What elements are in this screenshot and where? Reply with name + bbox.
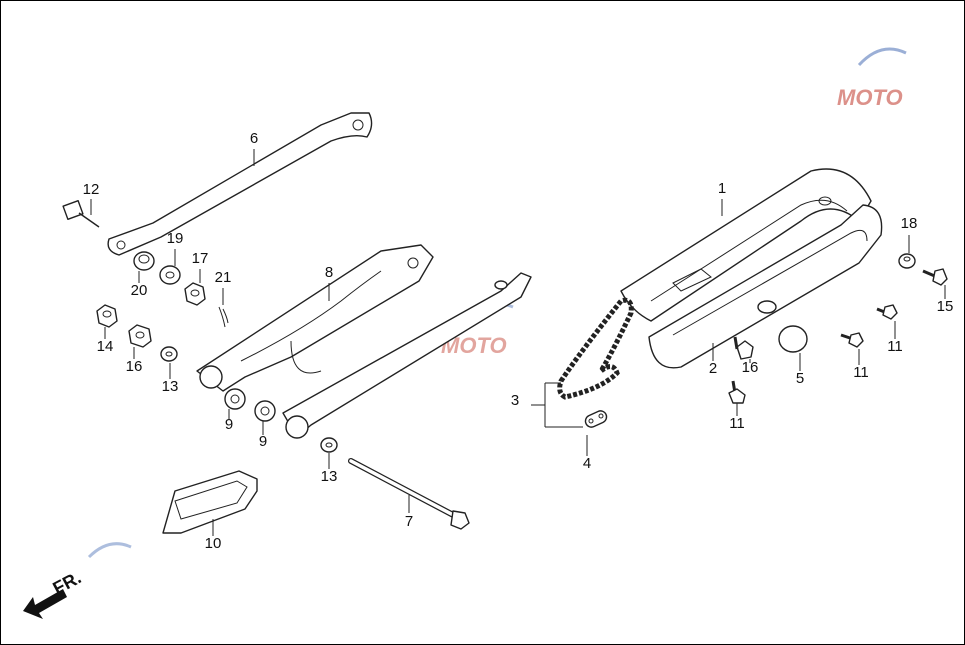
part-5-cap — [778, 325, 808, 371]
callout-c1: 1 — [718, 180, 726, 197]
callout-c11b: 11 — [853, 364, 869, 381]
callout-c15: 15 — [937, 298, 954, 315]
svg-text:MOTO: MOTO — [837, 85, 903, 110]
callout-c21: 21 — [215, 269, 232, 286]
part-2-chain-case-lower — [648, 204, 883, 369]
callout-c11a: 11 — [729, 415, 745, 432]
callout-c5: 5 — [796, 370, 804, 387]
part-9-bushing-b — [254, 400, 276, 435]
part-19-washer — [159, 249, 181, 285]
callout-c13b: 13 — [321, 468, 338, 485]
part-8-swingarm — [196, 244, 532, 439]
part-16-nut — [128, 324, 152, 359]
callout-c12: 12 — [83, 181, 100, 198]
callout-c10: 10 — [205, 535, 222, 552]
part-9-bushing-a — [224, 388, 246, 419]
watermark-logo-top: MOTO — [837, 47, 907, 110]
part-7-pivot-axle — [348, 458, 470, 530]
callout-c11c: 11 — [887, 338, 903, 355]
part-11-bolt-a — [728, 380, 746, 416]
part-13-washer-b — [320, 437, 338, 469]
part-6-torque-link — [107, 112, 373, 256]
part-12-bolt — [62, 199, 100, 228]
callout-c2: 2 — [709, 360, 717, 377]
part-13-washer — [160, 346, 178, 379]
part-16-bolt-right — [733, 336, 754, 363]
part-17-nut — [184, 269, 206, 306]
callout-c7: 7 — [405, 513, 413, 530]
part-14-nut — [96, 304, 118, 339]
callout-c13a: 13 — [162, 378, 179, 395]
part-1-chain-case-upper — [620, 168, 872, 322]
callout-c9b: 9 — [259, 433, 267, 450]
part-18-collar — [898, 235, 916, 269]
part-4-master-link — [584, 410, 608, 456]
callout-c4: 4 — [583, 455, 591, 472]
callout-c14: 14 — [97, 338, 114, 355]
part-15-bolt — [922, 268, 948, 299]
part-10-chain-slider — [162, 470, 258, 536]
callout-c3: 3 — [511, 392, 519, 409]
front-direction-arrow: FR. — [23, 567, 84, 619]
watermark-logo-bottom — [87, 542, 132, 559]
callout-c8: 8 — [325, 264, 333, 281]
part-21-cotter-pin — [218, 288, 229, 328]
callout-c16b: 16 — [742, 359, 759, 376]
callout-c18: 18 — [901, 215, 918, 232]
part-3-drive-chain — [531, 297, 634, 428]
callout-c17: 17 — [192, 250, 209, 267]
callout-c6: 6 — [250, 130, 258, 147]
callout-c20: 20 — [131, 282, 148, 299]
part-11-bolt-b — [840, 332, 864, 365]
part-11-bolt-c — [876, 304, 898, 339]
part-20-collar — [133, 251, 155, 283]
callout-c9a: 9 — [225, 416, 233, 433]
callout-c19: 19 — [167, 230, 184, 247]
callout-c16a: 16 — [126, 358, 143, 375]
